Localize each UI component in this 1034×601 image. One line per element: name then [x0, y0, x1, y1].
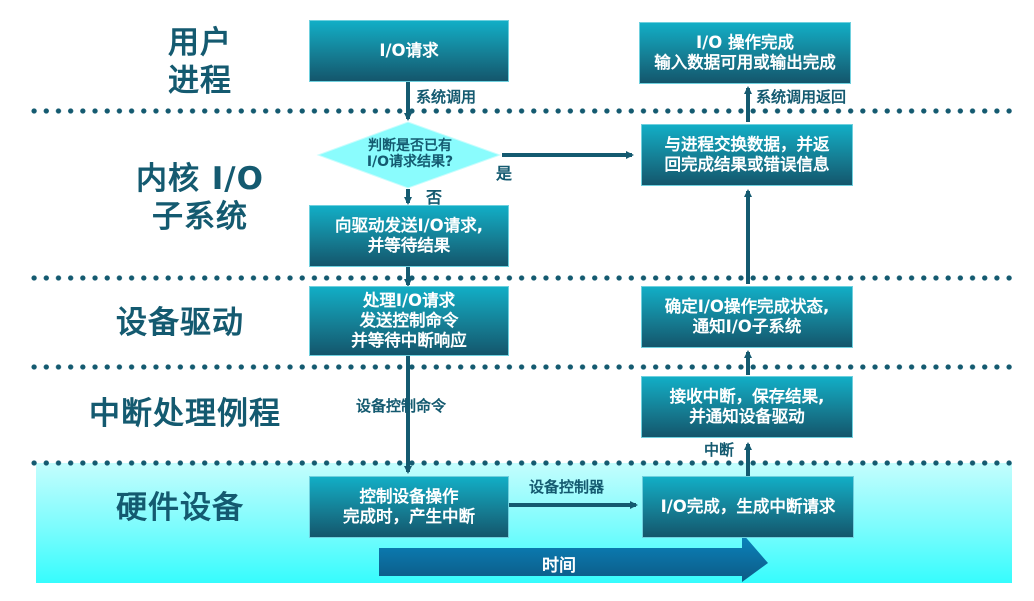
- node-hw-complete: I/O完成，生成中断请求: [642, 476, 854, 538]
- time-arrow: [379, 533, 768, 582]
- node-hw-control: 控制设备操作 完成时，产生中断: [309, 476, 509, 538]
- edge-label-device-controller: 设备控制器: [529, 478, 605, 496]
- layer-label-hardware: 硬件设备: [116, 490, 244, 526]
- edge-label-yes: 是: [496, 164, 513, 183]
- layer-separator: [28, 275, 1018, 281]
- edge-label-no: 否: [426, 188, 443, 207]
- node-kernel-exchange: 与进程交换数据，并返 回完成结果或错误信息: [641, 124, 853, 186]
- node-driver-process: 处理I/O请求 发送控制命令 并等待中断响应: [309, 286, 509, 356]
- layer-label-device-driver: 设备驱动: [116, 305, 244, 341]
- node-io-done: I/O 操作完成 输入数据可用或输出完成: [639, 22, 851, 84]
- layer-label-kernel-io: 内核 I/O 子系统: [135, 161, 264, 235]
- edge-label-device-control-cmd: 设备控制命令: [356, 397, 447, 415]
- decision-text: 判断是否已有 I/O请求结果?: [366, 138, 454, 170]
- edge-label-interrupt: 中断: [704, 441, 735, 459]
- layer-label-user-process: 用户 进程: [168, 25, 232, 99]
- layer-separator: [28, 364, 1018, 370]
- layer-separator: [28, 460, 1018, 466]
- edge-label-syscall: 系统调用: [416, 88, 477, 106]
- node-send-to-driver: 向驱动发送I/O请求, 并等待结果: [309, 205, 509, 267]
- edge-label-syscall-return: 系统调用返回: [756, 88, 847, 106]
- layer-label-interrupt-handler: 中断处理例程: [89, 396, 281, 432]
- layer-separator: [28, 108, 1018, 114]
- node-interrupt-receive: 接收中断，保存结果, 并通知设备驱动: [641, 376, 853, 438]
- decision-diamond: [316, 121, 502, 189]
- node-driver-confirm: 确定I/O操作完成状态, 通知I/O子系统: [641, 286, 853, 348]
- node-io-request: I/O请求: [309, 20, 509, 82]
- time-label: 时间: [542, 556, 576, 576]
